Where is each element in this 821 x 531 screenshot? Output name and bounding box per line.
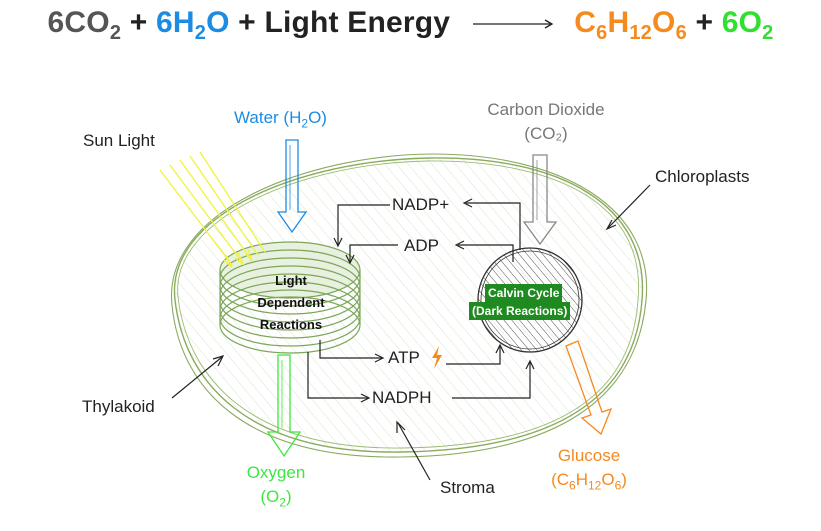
sun-light-label: Sun Light <box>83 131 155 150</box>
glucose-product: C6H12O6 <box>574 6 687 44</box>
water-label: Water (H2O) <box>234 108 327 131</box>
stroma-label: Stroma <box>440 478 495 497</box>
nadph-label: NADPH <box>372 388 432 407</box>
plus-sign: + <box>695 6 714 39</box>
calvin-cycle-label: Calvin Cycle <box>485 284 563 302</box>
glucose-label: Glucose (C6H12O6) <box>551 446 627 493</box>
chloroplasts-label: Chloroplasts <box>655 167 750 186</box>
flow-arrows <box>307 198 535 403</box>
adp-label: ADP <box>404 236 439 255</box>
oxygen-arrow-icon <box>266 354 302 458</box>
oxygen-label: Oxygen (O2) <box>246 463 306 510</box>
h2o-reactant: 6H2O <box>155 6 230 44</box>
thylakoid-label: Thylakoid <box>82 397 155 416</box>
light-energy-term: Light Energy <box>264 6 451 39</box>
sunlight-rays-icon <box>159 151 266 268</box>
co2-reactant: 6CO2 <box>47 6 122 44</box>
glucose-arrow-icon <box>565 340 613 436</box>
pointer-lines <box>171 184 651 481</box>
plus-sign: + <box>238 6 256 39</box>
dark-reactions-label: (Dark Reactions) <box>469 302 571 320</box>
co2-arrow-icon <box>522 154 558 246</box>
thylakoid-stack <box>219 241 361 354</box>
carbon-dioxide-label: Carbon Dioxide (CO₂) <box>487 100 605 143</box>
atp-label: ATP <box>388 348 420 367</box>
o2-product: 6O2 <box>721 6 774 44</box>
reaction-arrow-icon <box>472 19 554 29</box>
water-arrow-icon <box>276 139 308 234</box>
nadp-plus-label: NADP+ <box>392 195 450 214</box>
photosynthesis-equation: 6CO2 + 6H2O + Light Energy C6H12O6 + 6O2 <box>0 6 821 45</box>
atp-lightning-icon <box>432 346 442 369</box>
plus-sign: + <box>129 6 148 39</box>
light-dependent-reactions-label: Light Dependent Reactions <box>257 273 325 332</box>
